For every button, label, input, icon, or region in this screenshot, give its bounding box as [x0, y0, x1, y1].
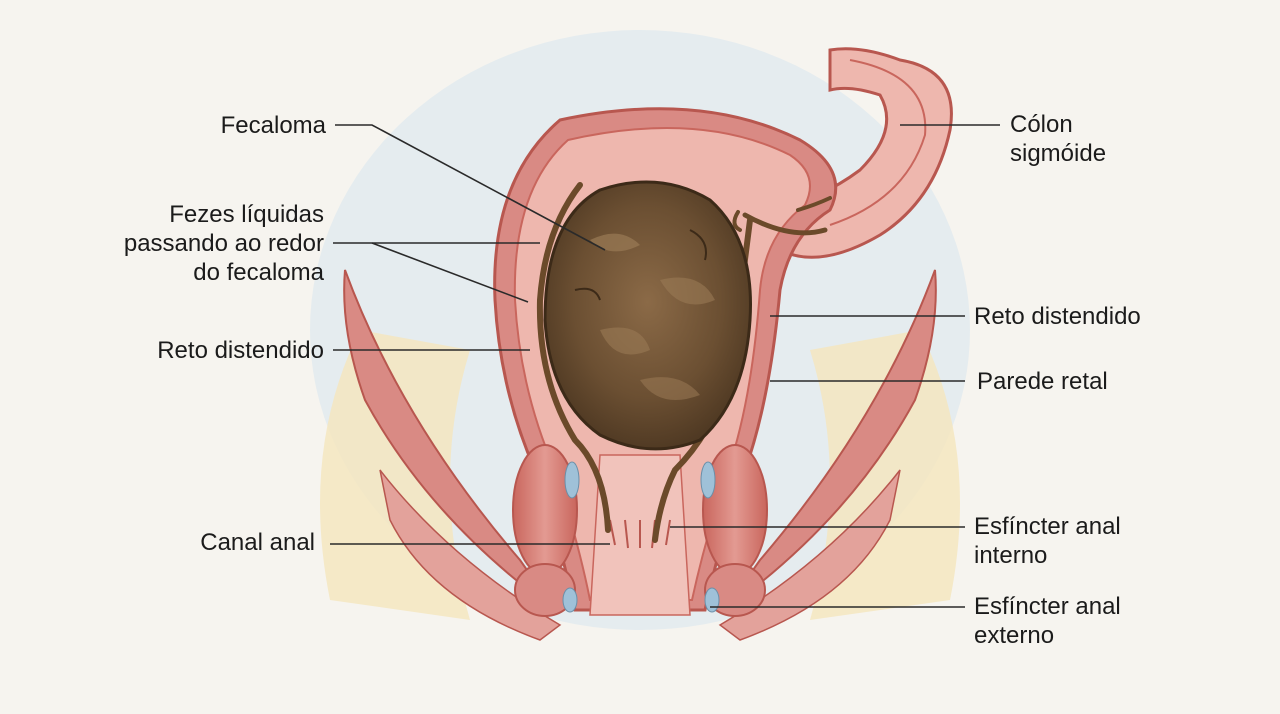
label-esfincter-interno: Esfíncter anal interno [974, 512, 1121, 570]
fecaloma-mass [543, 180, 752, 451]
anal-canal [589, 454, 691, 616]
label-fezes-line-2: passando ao redor [123, 230, 324, 257]
leader-lines [330, 124, 1000, 608]
label-reto-right-line: Reto distendido [974, 303, 1141, 330]
label-externo-line-1: Esfíncter anal [974, 593, 1121, 620]
label-canal-anal: Canal anal [200, 528, 315, 557]
label-reto-distendido-left: Reto distendido [157, 336, 324, 365]
label-interno-line-2: interno [974, 542, 1048, 569]
label-fezes-liquidas: Fezes líquidas passando ao redor do feca… [124, 200, 324, 287]
leader-fezes-2 [371, 242, 529, 303]
label-parede-retal: Parede retal [977, 367, 1108, 396]
label-fezes-line-1: Fezes líquidas [169, 201, 324, 228]
label-fecaloma: Fecaloma [221, 111, 326, 140]
leader-fecaloma [335, 124, 606, 251]
label-colon-line-1: Cólon [1010, 111, 1073, 138]
label-fecaloma-line: Fecaloma [220, 112, 326, 139]
label-parede-line: Parede retal [977, 368, 1108, 395]
label-reto-left-line: Reto distendido [157, 337, 324, 364]
label-fezes-line-3: do fecaloma [193, 259, 324, 286]
label-colon-sigmoide: Cólon sigmóide [1010, 110, 1106, 168]
label-canal-line: Canal anal [200, 529, 315, 556]
label-externo-line-2: externo [974, 622, 1055, 649]
label-colon-line-2: sigmóide [1010, 140, 1107, 167]
label-reto-distendido-right: Reto distendido [974, 302, 1141, 331]
pelvic-muscles [343, 269, 937, 641]
sphincter-muscles [512, 444, 768, 617]
label-esfincter-externo: Esfíncter anal externo [974, 592, 1121, 650]
label-interno-line-1: Esfíncter anal [974, 513, 1121, 540]
